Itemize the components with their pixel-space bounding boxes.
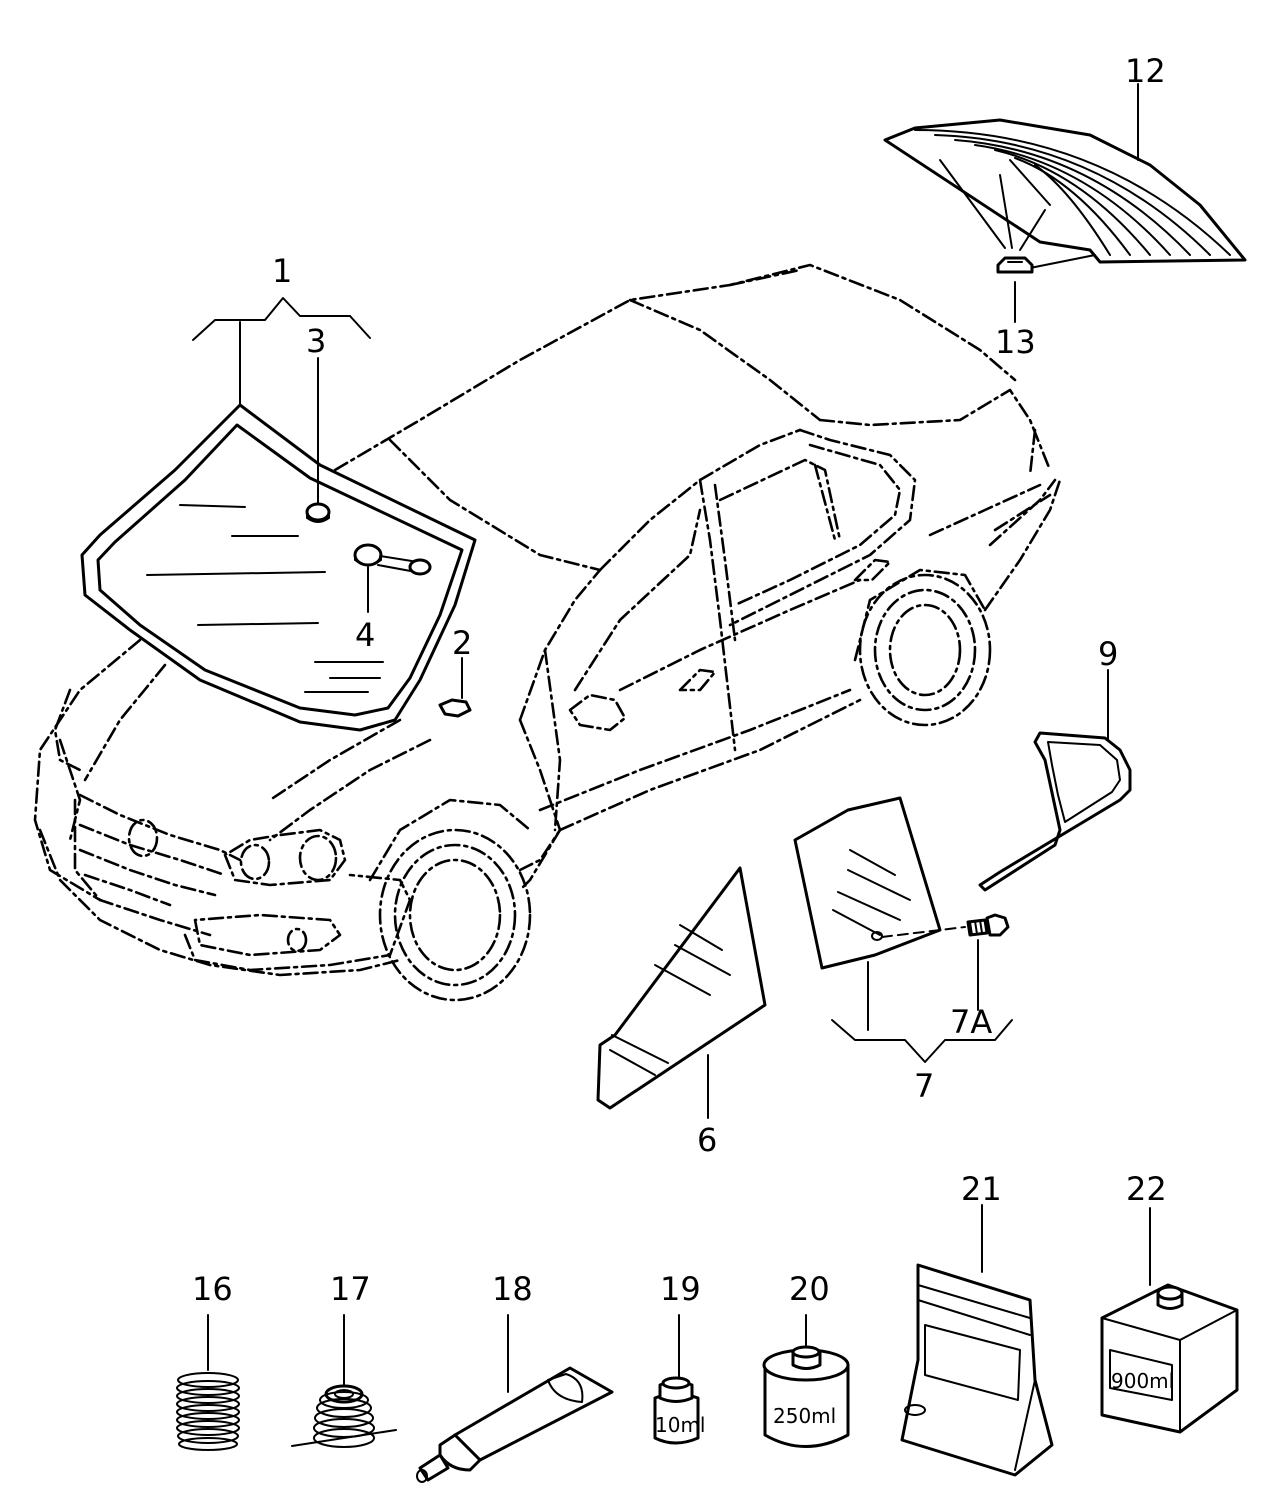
pouch-part-21 bbox=[900, 1204, 1054, 1477]
rear-window-part-12 bbox=[883, 83, 1247, 269]
callout-16: 16 bbox=[192, 1270, 233, 1308]
callout-7a: 7A bbox=[950, 1003, 992, 1041]
callout-17: 17 bbox=[330, 1270, 371, 1308]
callout-3: 3 bbox=[306, 322, 326, 360]
callout-1: 1 bbox=[272, 252, 292, 290]
car-body-outline bbox=[33, 263, 1062, 1002]
tube-part-18 bbox=[416, 1314, 614, 1483]
callout-6: 6 bbox=[697, 1121, 717, 1159]
spring-part-16 bbox=[176, 1314, 240, 1451]
bottle-19-label: 10ml bbox=[655, 1413, 706, 1437]
windshield-part-1 bbox=[80, 403, 477, 732]
clip-part-13 bbox=[996, 256, 1034, 323]
callout-7: 7 bbox=[914, 1067, 934, 1105]
callout-18: 18 bbox=[492, 1270, 533, 1308]
callout-21: 21 bbox=[961, 1170, 1002, 1208]
box-part-22: 900ml bbox=[1100, 1207, 1239, 1434]
mirror-base-part-4 bbox=[353, 543, 432, 613]
can-part-20: 250ml bbox=[762, 1314, 850, 1448]
callout-bracket-1 bbox=[192, 297, 371, 406]
clip-part-2 bbox=[438, 657, 472, 718]
window-trim-part-9 bbox=[978, 669, 1132, 892]
callout-22: 22 bbox=[1126, 1170, 1167, 1208]
callout-4: 4 bbox=[355, 616, 375, 654]
callout-9: 9 bbox=[1098, 635, 1118, 673]
callout-19: 19 bbox=[660, 1270, 701, 1308]
callout-12: 12 bbox=[1125, 52, 1166, 90]
callout-2: 2 bbox=[452, 624, 472, 662]
callout-labels: 1 3 4 2 12 13 9 7A 7 6 16 17 18 19 20 21… bbox=[192, 52, 1167, 1308]
sensor-part-3 bbox=[305, 357, 331, 523]
spool-part-17 bbox=[291, 1314, 397, 1448]
callout-13: 13 bbox=[995, 323, 1036, 361]
box-22-label: 900ml bbox=[1111, 1369, 1174, 1393]
bottle-part-19: 10ml bbox=[653, 1314, 706, 1445]
bolt-part-7a bbox=[881, 913, 1010, 1011]
door-glass-part-6 bbox=[596, 866, 767, 1119]
callout-20: 20 bbox=[789, 1270, 830, 1308]
can-20-label: 250ml bbox=[773, 1404, 836, 1428]
